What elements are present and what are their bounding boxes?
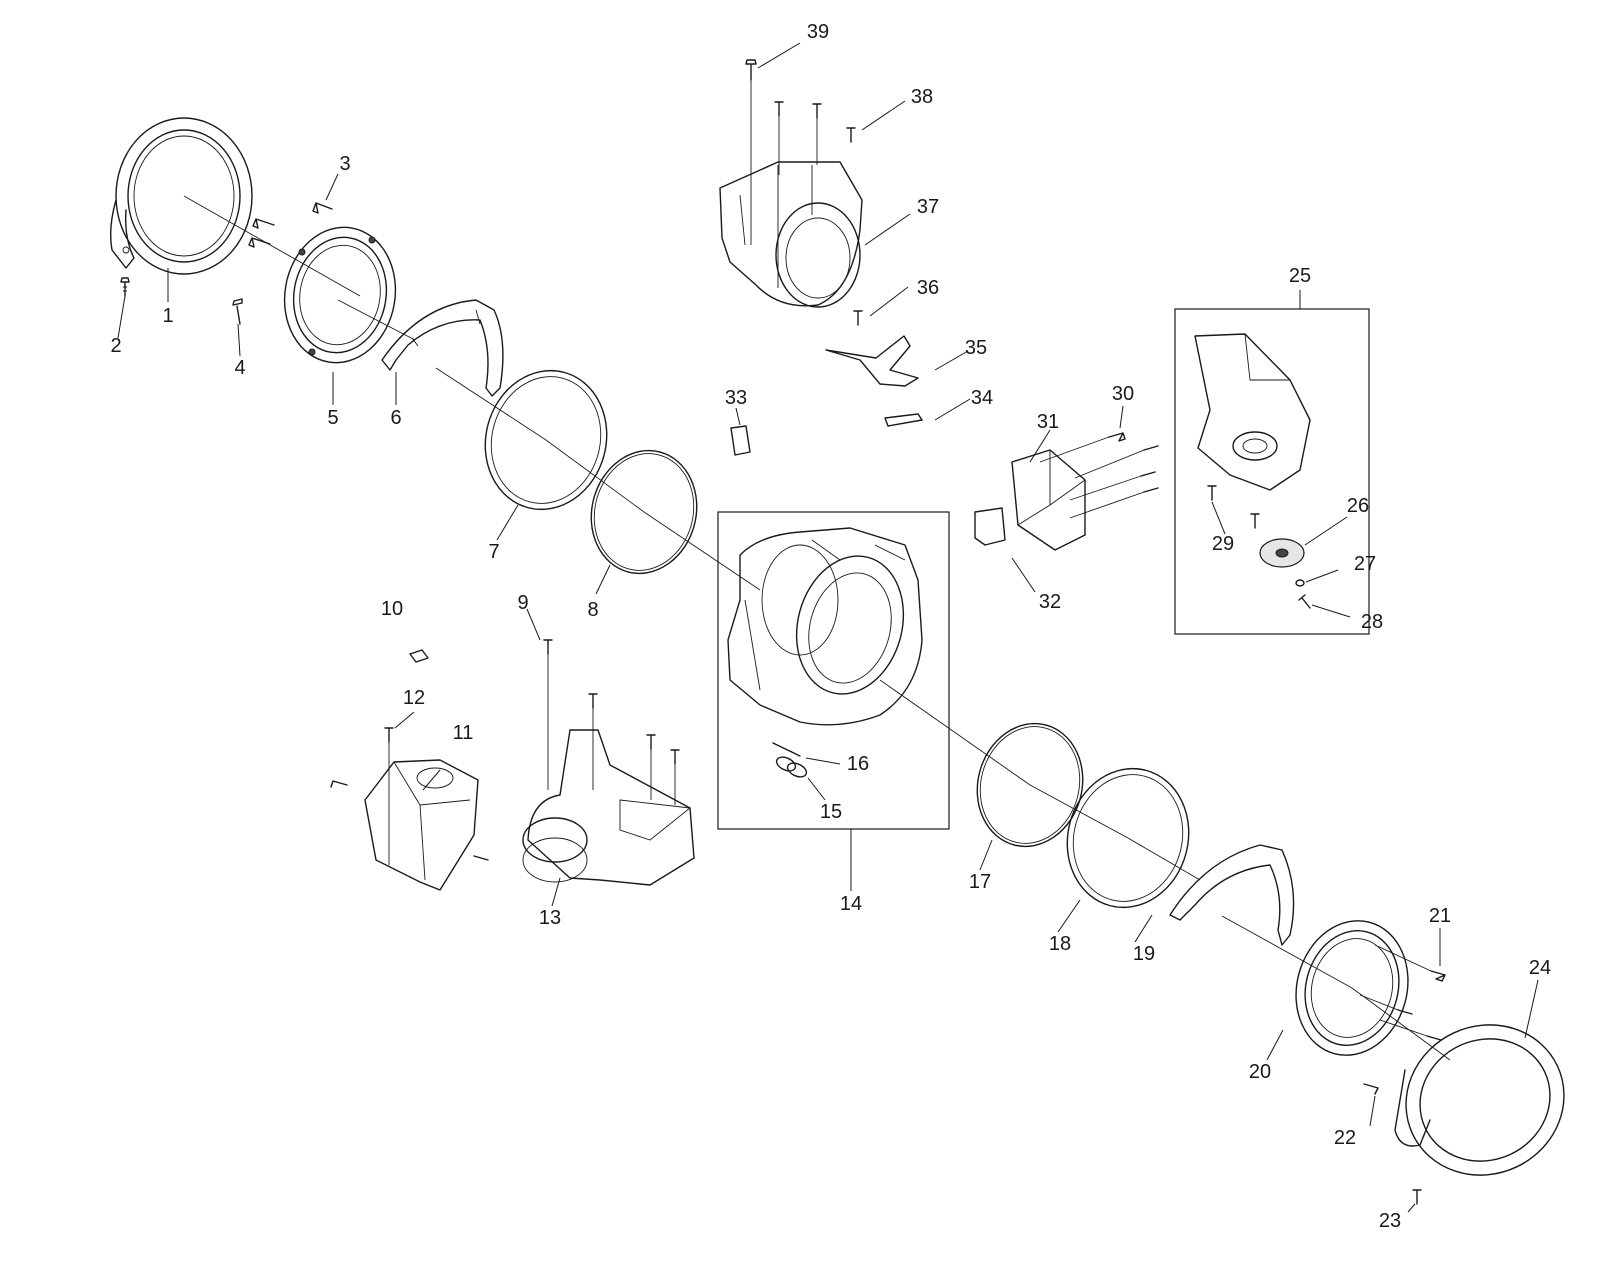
part-24-rear-cover	[1394, 1024, 1565, 1176]
part-14-kit-frame	[717, 511, 950, 830]
part-25-cover	[1194, 333, 1311, 491]
part-39-screw	[745, 59, 757, 245]
callout-16: 16	[847, 753, 869, 775]
callout-18: 18	[1049, 933, 1071, 955]
part-1-front-cover	[109, 117, 253, 275]
part-38-screws	[774, 101, 856, 175]
part-21-screws	[1359, 944, 1446, 1041]
callout-38: 38	[911, 86, 933, 108]
callout-39: 39	[807, 21, 829, 43]
callout-12: 12	[403, 687, 425, 709]
part-4-screw	[232, 298, 243, 325]
callout-33: 33	[725, 387, 747, 409]
callout-22: 22	[1334, 1127, 1356, 1149]
part-10-block	[409, 649, 429, 663]
callout-36: 36	[917, 277, 939, 299]
part-36-screw	[853, 310, 863, 326]
callout-4: 4	[234, 357, 245, 379]
callout-14: 14	[840, 893, 862, 915]
part-11-upper-cover	[364, 759, 479, 891]
part-12-screws	[330, 727, 489, 865]
callout-20: 20	[1249, 1061, 1271, 1083]
part-23-screw	[1412, 1189, 1422, 1205]
callout-29: 29	[1212, 533, 1234, 555]
part-34-clip	[884, 413, 923, 427]
callout-37: 37	[917, 196, 939, 218]
part-8-o-ring	[590, 449, 698, 575]
callout-24: 24	[1529, 957, 1551, 979]
part-26-gear	[1259, 538, 1305, 568]
part-28-screw	[1298, 594, 1311, 609]
part-37-upper-housing	[719, 161, 863, 308]
callout-7: 7	[488, 541, 499, 563]
callout-1: 1	[162, 305, 173, 327]
callout-31: 31	[1037, 411, 1059, 433]
callout-27: 27	[1354, 553, 1376, 575]
callout-3: 3	[339, 153, 350, 175]
part-27-washer	[1295, 579, 1305, 587]
part-19-half-shroud	[1169, 844, 1295, 946]
part-13-motor-assembly	[522, 729, 695, 886]
leader-lines	[117, 42, 1539, 1213]
callout-10: 10	[381, 598, 403, 620]
assembly-axis-lines	[183, 195, 1451, 1061]
callout-23: 23	[1379, 1210, 1401, 1232]
part-15-bushing	[775, 756, 808, 778]
callout-labels: 1 2 3 4 5 6 7 8 9 10 11 12 13 14 15 16 1…	[110, 21, 1551, 1232]
callout-8: 8	[587, 599, 598, 621]
callout-2: 2	[110, 335, 121, 357]
part-22-screw	[1363, 1083, 1379, 1095]
part-32-terminal	[974, 507, 1006, 546]
part-29-screw	[1207, 485, 1260, 529]
part-9-screws	[543, 639, 680, 805]
part-20-bezel-ring	[1295, 920, 1409, 1056]
part-35-bracket	[825, 335, 919, 387]
part-5-bezel-ring	[283, 226, 397, 364]
callout-17: 17	[969, 871, 991, 893]
callout-13: 13	[539, 907, 561, 929]
callout-5: 5	[327, 407, 338, 429]
callout-15: 15	[820, 801, 842, 823]
callout-34: 34	[971, 387, 993, 409]
part-25-kit-frame	[1174, 308, 1370, 635]
callout-28: 28	[1361, 611, 1383, 633]
part-31-connector-housing	[1011, 449, 1086, 551]
callout-32: 32	[1039, 591, 1061, 613]
callout-35: 35	[965, 337, 987, 359]
part-18-seal-ring	[1066, 767, 1190, 909]
callout-9: 9	[517, 592, 528, 614]
part-16-pin	[772, 742, 801, 757]
part-33-pad	[730, 425, 751, 456]
callout-19: 19	[1133, 943, 1155, 965]
part-30-screws	[1039, 432, 1159, 519]
part-14-main-housing	[727, 527, 923, 726]
callout-25: 25	[1289, 265, 1311, 287]
part-2-screw	[120, 277, 130, 297]
part-7-seal-ring	[484, 369, 608, 511]
callout-6: 6	[390, 407, 401, 429]
callout-11: 11	[453, 722, 474, 744]
part-6-half-shroud	[381, 299, 504, 397]
callout-21: 21	[1429, 905, 1451, 927]
callout-26: 26	[1347, 495, 1369, 517]
callout-30: 30	[1112, 383, 1134, 405]
